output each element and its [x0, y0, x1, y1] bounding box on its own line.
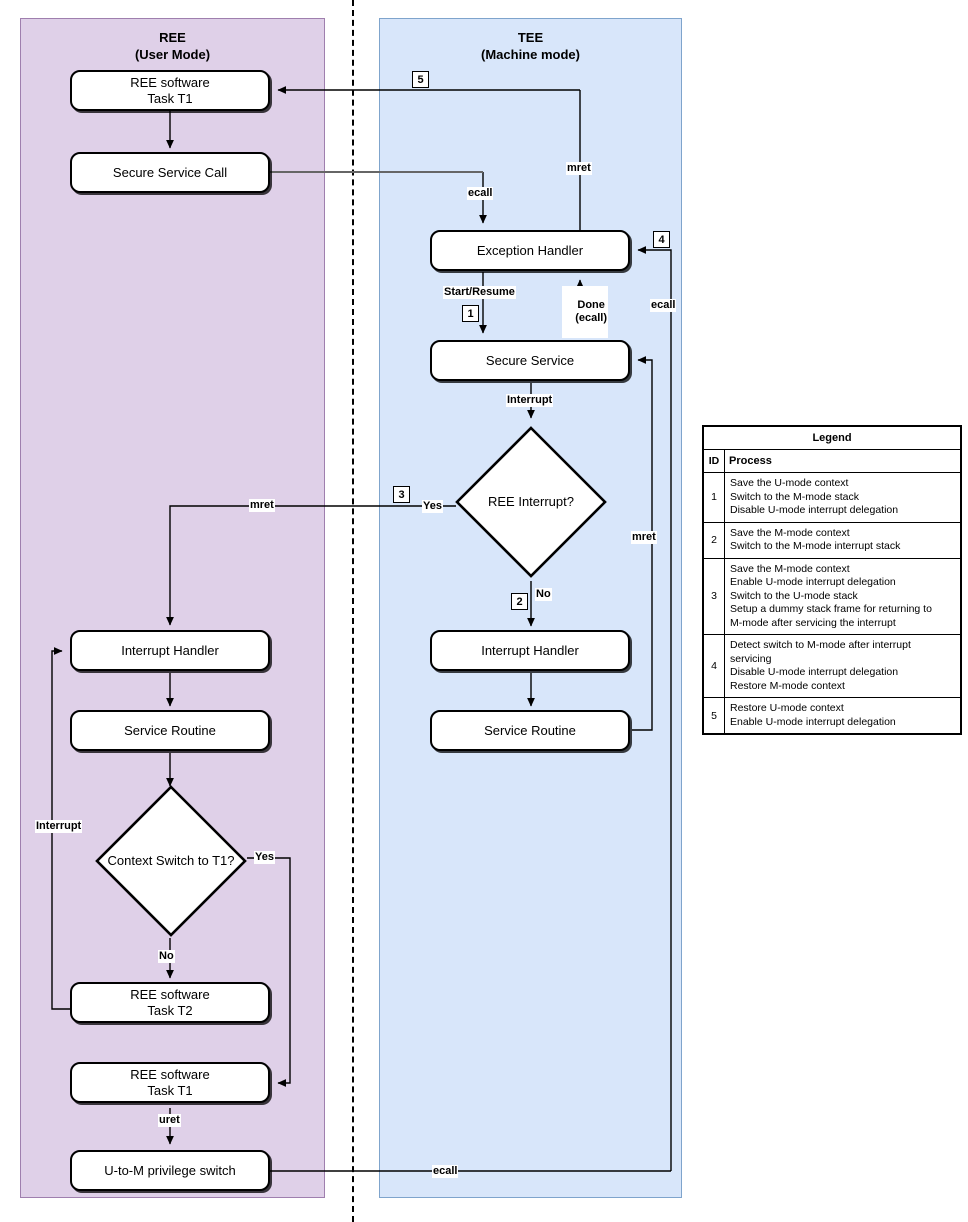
context-switch-line2: to T1? [197, 853, 235, 868]
legend-row-id: 5 [703, 697, 725, 734]
node-ree-interrupt-decision[interactable]: REE Interrupt? [454, 425, 608, 579]
legend-row-process: Save the M-mode context Enable U-mode in… [724, 557, 961, 635]
done-line1: Done [577, 299, 605, 311]
node-ree-task-t2[interactable]: REE software Task T2 [70, 982, 270, 1023]
ree-tee-divider [352, 0, 354, 1222]
tee-panel: TEE (Machine mode) [379, 18, 682, 1198]
edge-label-interrupt-ree: Interrupt [35, 820, 83, 833]
ree-task-t1-top-line2: Task T1 [147, 90, 193, 106]
legend-col-id: ID [703, 449, 725, 473]
legend-title-row: Legend [703, 426, 961, 450]
legend-row-id: 1 [703, 472, 725, 523]
legend-row-process: Save the M-mode context Switch to the M-… [724, 521, 961, 559]
secure-service-call-label: Secure Service Call [112, 164, 228, 180]
node-u-to-m-privilege-switch[interactable]: U-to-M privilege switch [70, 1150, 270, 1191]
legend-row-process: Save the U-mode context Switch to the M-… [724, 472, 961, 523]
edge-label-no-ree: No [158, 950, 175, 963]
legend-title: Legend [703, 426, 961, 450]
edge-label-no-tee: No [535, 588, 552, 601]
ree-interrupt-handler-label: Interrupt Handler [121, 642, 219, 658]
node-ree-interrupt-handler[interactable]: Interrupt Handler [70, 630, 270, 671]
node-secure-service[interactable]: Secure Service [430, 340, 630, 381]
edge-label-mret-right: mret [631, 531, 657, 544]
ree-title-text: REE [159, 30, 186, 45]
ree-panel-title: REE (User Mode) [21, 29, 324, 63]
edge-label-ecall-bottom: ecall [432, 1165, 459, 1178]
badge-1: 1 [462, 305, 479, 322]
legend-row-process: Restore U-mode context Enable U-mode int… [724, 697, 961, 734]
edge-label-uret: uret [158, 1114, 181, 1127]
legend-row-id: 3 [703, 557, 725, 635]
edge-label-mret-top: mret [566, 162, 592, 175]
edge-label-ecall-right: ecall [650, 299, 677, 312]
legend-header-row: ID Process [703, 449, 961, 473]
node-secure-service-call[interactable]: Secure Service Call [70, 152, 270, 193]
edge-label-mret-left: mret [249, 499, 275, 512]
u-to-m-switch-label: U-to-M privilege switch [104, 1162, 236, 1178]
node-exception-handler[interactable]: Exception Handler [430, 230, 630, 271]
done-line2: (ecall) [575, 312, 608, 324]
ree-task-t1-bottom-line2: Task T1 [147, 1082, 193, 1098]
badge-3: 3 [393, 486, 410, 503]
edge-label-yes-ree: Yes [254, 851, 275, 864]
badge-5: 5 [412, 71, 429, 88]
badge-2: 2 [511, 593, 528, 610]
ree-service-routine-label: Service Routine [124, 722, 216, 738]
ree-interrupt-question-text: REE Interrupt? [488, 494, 574, 509]
ree-task-t1-top-line1: REE software [130, 74, 210, 90]
node-context-switch-decision[interactable]: Context Switch to T1? [94, 784, 248, 938]
legend-row-id: 4 [703, 634, 725, 698]
node-ree-task-t1-bottom[interactable]: REE software Task T1 [70, 1062, 270, 1103]
ree-subtitle-text: (User Mode) [134, 47, 211, 62]
ree-task-t2-line1: REE software [130, 986, 210, 1002]
edge-label-yes-tee: Yes [422, 500, 443, 513]
badge-4: 4 [653, 231, 670, 248]
tee-panel-title: TEE (Machine mode) [380, 29, 681, 63]
ree-task-t2-line2: Task T2 [147, 1002, 193, 1018]
edge-label-done-ecall: Done (ecall) [562, 286, 609, 338]
node-tee-interrupt-handler[interactable]: Interrupt Handler [430, 630, 630, 671]
secure-service-label: Secure Service [485, 352, 575, 368]
edge-label-interrupt-tee: Interrupt [506, 394, 554, 407]
tee-title-text: TEE [517, 30, 544, 45]
legend-col-process: Process [724, 449, 961, 473]
tee-service-routine-label: Service Routine [484, 722, 576, 738]
tee-subtitle-text: (Machine mode) [481, 47, 580, 62]
context-switch-decision-label: Context Switch to T1? [94, 784, 248, 938]
ree-task-t1-bottom-line1: REE software [130, 1066, 210, 1082]
tee-interrupt-handler-label: Interrupt Handler [481, 642, 579, 658]
edge-label-ecall-top: ecall [467, 187, 494, 200]
legend-row-process: Detect switch to M-mode after interrupt … [724, 634, 961, 698]
node-ree-service-routine[interactable]: Service Routine [70, 710, 270, 751]
node-ree-task-t1-top[interactable]: REE software Task T1 [70, 70, 270, 111]
node-tee-service-routine[interactable]: Service Routine [430, 710, 630, 751]
legend-row-id: 2 [703, 521, 725, 559]
edge-label-start-resume: Start/Resume [443, 286, 516, 299]
ree-interrupt-decision-label: REE Interrupt? [454, 425, 608, 579]
context-switch-line1: Context Switch [107, 853, 195, 868]
exception-handler-label: Exception Handler [476, 242, 584, 258]
